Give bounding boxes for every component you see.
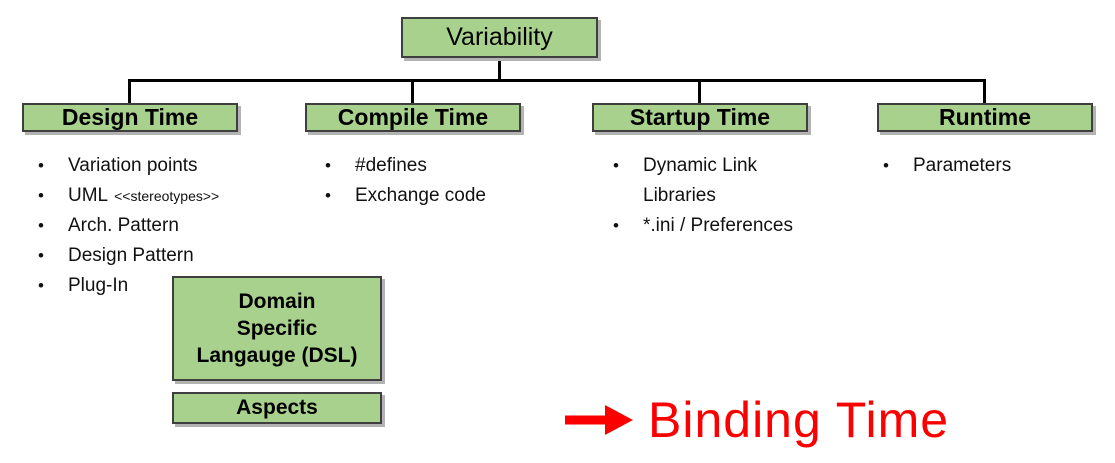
- list-item: • Plug-In: [35, 271, 275, 301]
- node-runtime: Runtime: [877, 103, 1093, 132]
- node-dsl-label: Domain Specific Langauge (DSL): [196, 290, 358, 367]
- binding-time-label: Binding Time: [648, 392, 950, 448]
- list-item: • Arch. Pattern: [35, 211, 275, 241]
- bullet-icon: •: [325, 156, 331, 175]
- node-startup-time-label: Startup Time: [629, 104, 771, 130]
- node-compile-time: Compile Time: [305, 103, 521, 132]
- list-item-text: UML: [68, 185, 109, 206]
- connector-drop-design-time: [128, 79, 131, 105]
- arrow-right-icon: [565, 405, 633, 435]
- list-item: • Design Pattern: [35, 241, 275, 271]
- list-item: • *.ini / Preferences: [610, 211, 820, 241]
- connector-root-trunk: [498, 57, 501, 82]
- bullet-icon: •: [325, 186, 331, 205]
- bullet-icon: •: [613, 156, 619, 175]
- list-item-text: Parameters: [913, 155, 1012, 176]
- connector-drop-startup-time: [698, 79, 701, 105]
- runtime-list: • Parameters: [880, 151, 1090, 181]
- list-item: • Variation points: [35, 151, 275, 181]
- bullet-icon: •: [38, 246, 44, 265]
- design-time-list: • Variation points • UML<<stereotypes>> …: [35, 151, 275, 301]
- node-runtime-label: Runtime: [939, 104, 1031, 130]
- binding-time-callout: Binding Time: [565, 392, 949, 448]
- connector-drop-runtime: [983, 79, 986, 105]
- list-item: • Exchange code: [322, 181, 532, 211]
- node-aspects: Aspects: [172, 392, 382, 424]
- bullet-icon: •: [38, 156, 44, 175]
- list-item-text: #defines: [355, 155, 427, 176]
- list-item: • Parameters: [880, 151, 1090, 181]
- node-aspects-label: Aspects: [236, 396, 318, 419]
- list-item-text: Variation points: [68, 155, 198, 176]
- list-item-text: Plug-In: [68, 275, 129, 296]
- list-item-text: Arch. Pattern: [68, 215, 179, 236]
- node-design-time-label: Design Time: [61, 104, 199, 130]
- bullet-icon: •: [38, 276, 44, 295]
- list-item-text: Exchange code: [355, 185, 486, 206]
- startup-time-list: • Dynamic Link Libraries • *.ini / Prefe…: [610, 151, 820, 241]
- list-item-text: *.ini / Preferences: [643, 215, 793, 236]
- compile-time-list: • #defines • Exchange code: [322, 151, 532, 211]
- list-item: • UML <<stereotypes>>: [35, 181, 275, 211]
- connector-horizontal-bar: [128, 79, 986, 82]
- node-design-time: Design Time: [22, 103, 238, 132]
- list-item-text: Dynamic Link Libraries: [643, 155, 758, 206]
- list-item: • Dynamic Link Libraries: [610, 151, 820, 211]
- bullet-icon: •: [883, 156, 889, 175]
- list-item-subtext: <<stereotypes>>: [114, 188, 220, 204]
- bullet-icon: •: [38, 216, 44, 235]
- bullet-icon: •: [613, 216, 619, 235]
- list-item-text: Design Pattern: [68, 245, 194, 266]
- node-dsl: Domain Specific Langauge (DSL): [172, 276, 382, 381]
- node-startup-time: Startup Time: [592, 103, 808, 132]
- node-variability-label: Variability: [446, 23, 553, 51]
- connector-drop-compile-time: [411, 79, 414, 105]
- list-item: • #defines: [322, 151, 532, 181]
- node-variability: Variability: [401, 17, 598, 58]
- bullet-icon: •: [38, 186, 44, 205]
- node-compile-time-label: Compile Time: [337, 104, 489, 130]
